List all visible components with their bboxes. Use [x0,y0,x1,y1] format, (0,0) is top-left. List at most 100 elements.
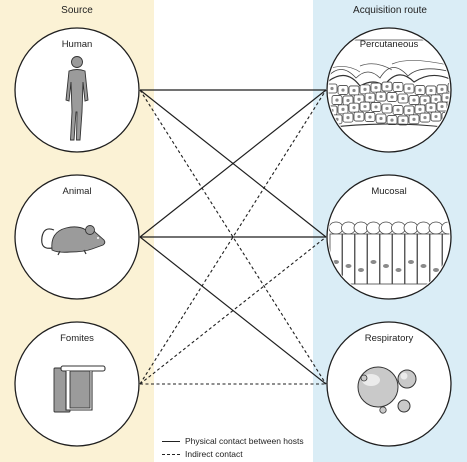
cell-nucleus [423,98,427,103]
columnar-cell [392,233,405,285]
mouse-icon [41,225,106,256]
source-label-animal: Animal [62,186,92,197]
cell-nucleus [429,88,433,93]
cell-nucleus [363,104,367,109]
cell-nucleus [341,107,345,111]
cell-nucleus [358,268,364,272]
cell-nucleus [346,98,350,103]
cell-nucleus [440,104,444,109]
cell-nucleus [346,116,350,120]
route-label-mucosal: Mucosal [371,186,407,197]
solid-line-swatch [162,440,180,442]
cell-nucleus [434,114,438,119]
cell-nucleus [370,260,377,264]
cell-nucleus [345,264,352,268]
cell-nucleus [395,268,402,272]
cell-nucleus [368,96,372,100]
cell-nucleus [433,268,439,272]
physical-contact-line-4 [139,236,327,385]
cell-nucleus [330,86,334,91]
cell-nucleus [341,88,345,92]
cell-nucleus [445,95,449,100]
indirect-contact-line-2 [139,236,327,385]
indirect-contact-line-0 [139,89,327,385]
cell-nucleus [352,88,356,93]
cell-nucleus [418,107,422,111]
cell-nucleus [407,108,411,113]
source-column-title: Source [61,5,93,16]
skin-cell [447,82,450,93]
link-lines [139,89,327,385]
dotted-line-swatch [162,453,180,455]
mucus-bubble [328,221,344,235]
skin-cell [453,92,463,101]
cell-nucleus [374,86,378,90]
cell-nucleus [423,115,427,120]
cell-nucleus [333,260,339,264]
cell-nucleus [385,84,389,89]
columnar-cell [379,233,393,285]
mucus-bubble [391,221,406,235]
cell-nucleus [352,106,356,110]
route-label-respiratory: Respiratory [364,333,414,344]
cell-nucleus [420,264,427,268]
cell-nucleus [396,85,400,89]
cell-nucleus [363,87,367,91]
columnar-cell [417,233,430,285]
cell-nucleus [418,88,422,92]
cell-nucleus [412,117,416,121]
cell-nucleus [429,105,433,110]
legend-dotted-label: Indirect contact [185,449,243,459]
cell-nucleus [379,94,383,99]
cell-nucleus [401,96,405,101]
cell-nucleus [357,114,361,119]
columnar-cell [354,233,368,285]
cell-nucleus [451,105,454,108]
columnar-cell [442,233,450,285]
indirect-contact-line-1 [139,89,327,385]
cell-nucleus [385,106,389,111]
route-label-percutaneous: Percutaneous [359,39,419,50]
cell-nucleus [456,117,459,120]
mucus-bubble [378,221,394,235]
mucus-bubble [403,221,419,235]
mucus-bubble [366,221,381,235]
cell-nucleus [368,115,372,119]
columnar-cell [367,233,380,285]
route-column-title: Acquisition route [353,5,427,16]
towel-icon [53,365,106,413]
source-label-human: Human [61,39,93,50]
cell-nucleus [374,105,378,109]
cell-nucleus [357,97,361,101]
mucus-bubble [428,221,444,235]
source-label-fomites: Fomites [60,333,94,344]
human-figure-icon [65,56,89,141]
legend-dotted: Indirect contact [162,449,243,459]
columnar-cell [342,233,355,285]
mucus-bubble [341,221,356,235]
cell-nucleus [434,97,438,101]
cell-nucleus [379,116,383,121]
droplets-icon [357,366,417,414]
cell-nucleus [383,264,389,268]
skin-cells-icon [328,39,463,129]
cell-nucleus [335,98,339,102]
cell-nucleus [396,108,400,112]
cell-nucleus [401,118,405,123]
cell-nucleus [440,87,444,91]
mucus-bubble [353,221,369,235]
skin-cell [453,114,463,123]
cell-nucleus [456,95,459,98]
cell-nucleus [408,260,414,264]
legend-solid-label: Physical contact between hosts [185,436,304,446]
cell-nucleus [451,86,454,89]
cell-nucleus [390,95,394,99]
cell-nucleus [412,98,416,102]
legend-solid: Physical contact between hosts [162,436,304,446]
cell-nucleus [390,118,394,122]
cell-nucleus [407,86,411,91]
physical-contact-line-2 [139,89,327,238]
mucus-bubble [416,221,431,235]
